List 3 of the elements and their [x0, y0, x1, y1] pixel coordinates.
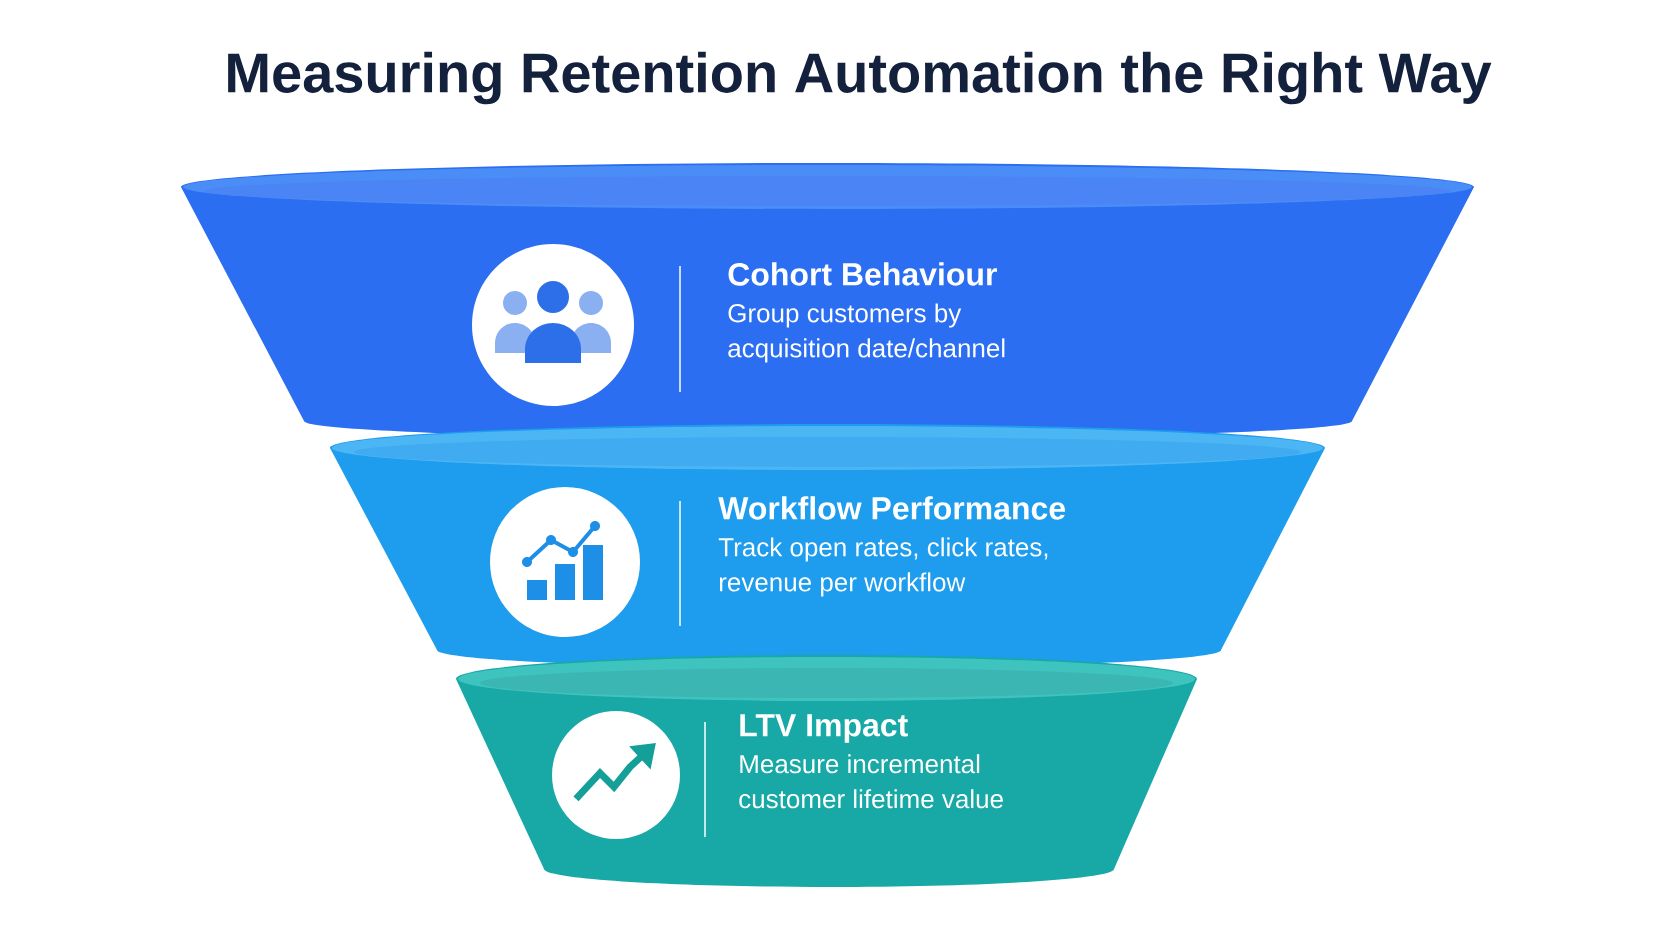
funnel-tier: LTV Impact Measure incremental customer lifetime value: [456, 655, 1197, 887]
title: Measuring Retention Automation the Right Way: [228, 51, 1492, 105]
funnel-tier: Cohort Behaviour Group customers by acquisition date/channel: [181, 163, 1474, 439]
